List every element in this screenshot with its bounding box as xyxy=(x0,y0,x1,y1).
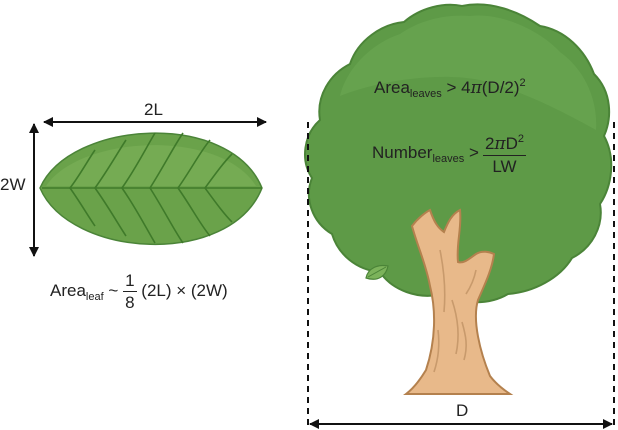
tree-number-fraction: 2πD2 LW xyxy=(482,133,526,176)
tree-area-exponent: 2 xyxy=(519,77,526,89)
tree-area-subscript: leaves xyxy=(409,88,442,100)
trunk-texture xyxy=(433,249,477,373)
tree-trunk xyxy=(403,208,514,395)
leaf-area-prefix: Area xyxy=(50,280,86,300)
tree-area-relation: > 4 xyxy=(446,78,471,97)
leaf-fraction-numerator: 1 xyxy=(123,271,137,292)
leaf-illustration xyxy=(39,132,263,245)
tree-area-formula: Arealeaves > 4π(D/2)2 xyxy=(374,78,526,100)
leaf-area-relation: ~ xyxy=(108,280,119,300)
trunk-shape xyxy=(403,208,514,395)
tree-number-num-exponent: 2 xyxy=(517,133,524,145)
leaf-highlight xyxy=(46,145,256,186)
leaf-area-formula: Arealeaf ~ 1 8 (2L) × (2W) xyxy=(50,272,228,311)
tree-area-pi: π xyxy=(470,78,482,98)
tree-number-prefix: Number xyxy=(372,143,433,162)
tree-number-relation: > xyxy=(469,143,479,162)
tree-diameter-label: D xyxy=(456,401,469,420)
tree-number-num-prefix: 2 xyxy=(484,134,495,153)
small-leaf xyxy=(365,264,389,280)
tree-number-denominator: LW xyxy=(492,157,517,176)
tree-number-subscript: leaves xyxy=(432,153,465,165)
leaf-area-fraction: 1 8 xyxy=(123,271,137,312)
leaf-width-label: 2W xyxy=(0,175,26,194)
tree-number-num-var: D xyxy=(505,134,518,153)
canopy-light xyxy=(340,15,597,130)
leaf-area-factors: (2L) × (2W) xyxy=(141,280,228,300)
tree-number-formula: Numberleaves > 2πD2 LW xyxy=(372,134,526,175)
leaf-area-subscript: leaf xyxy=(85,290,104,303)
leaf-veins xyxy=(42,132,262,244)
tree-number-numerator: 2πD2 xyxy=(482,133,526,156)
tree-area-prefix: Area xyxy=(374,78,410,97)
tree-area-rest: (D/2) xyxy=(481,78,520,97)
tree-number-pi: π xyxy=(494,134,506,154)
leaf-length-label: 2L xyxy=(144,100,163,119)
leaf-fraction-denominator: 8 xyxy=(125,293,135,312)
